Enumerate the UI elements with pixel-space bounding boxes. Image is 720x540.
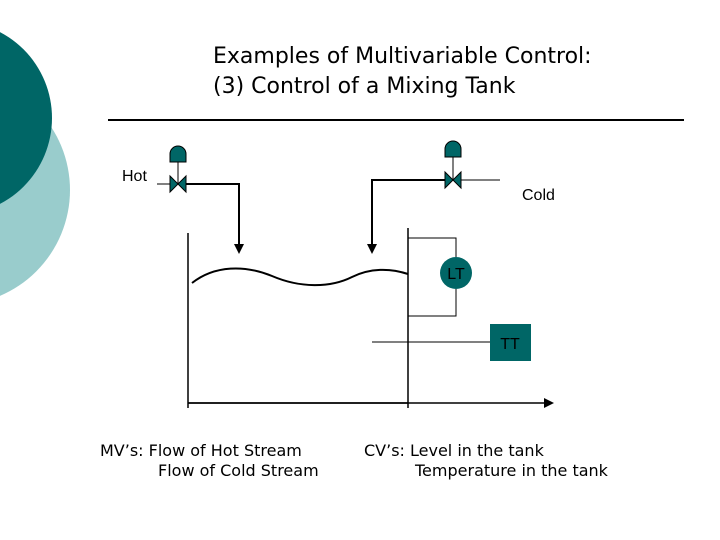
hot-arrowhead [234,244,244,254]
cold-arrowhead [367,244,377,254]
liquid-surface [191,267,409,287]
cold-inlet-pipe [371,179,445,246]
title-line-2: (3) Control of a Mixing Tank [213,74,516,99]
page-title: Examples of Multivariable Control: (3) C… [213,42,693,102]
hot-inlet-pipe [186,183,240,246]
cv-list-line-1: CV’s: Level in the tank [364,441,544,460]
tt-box [490,324,531,361]
cold-label: Cold [522,187,555,204]
lt-connection-line [408,237,457,257]
mv-list-line-1: MV’s: Flow of Hot Stream [100,441,302,460]
lt-label: LT [447,266,465,283]
hot-label: Hot [122,168,147,185]
outlet-arrowhead [544,398,554,408]
hot-valve [169,145,187,194]
decor-circle-dark [0,32,52,204]
lt-bubble [440,257,472,289]
cv-list-line-2: Temperature in the tank [415,461,608,480]
mv-list-line-2: Flow of Cold Stream [158,461,319,480]
tt-label: TT [500,336,520,353]
cold-valve [444,140,462,190]
title-line-1: Examples of Multivariable Control: [213,44,592,69]
lt-connection-line-lower [408,289,457,317]
